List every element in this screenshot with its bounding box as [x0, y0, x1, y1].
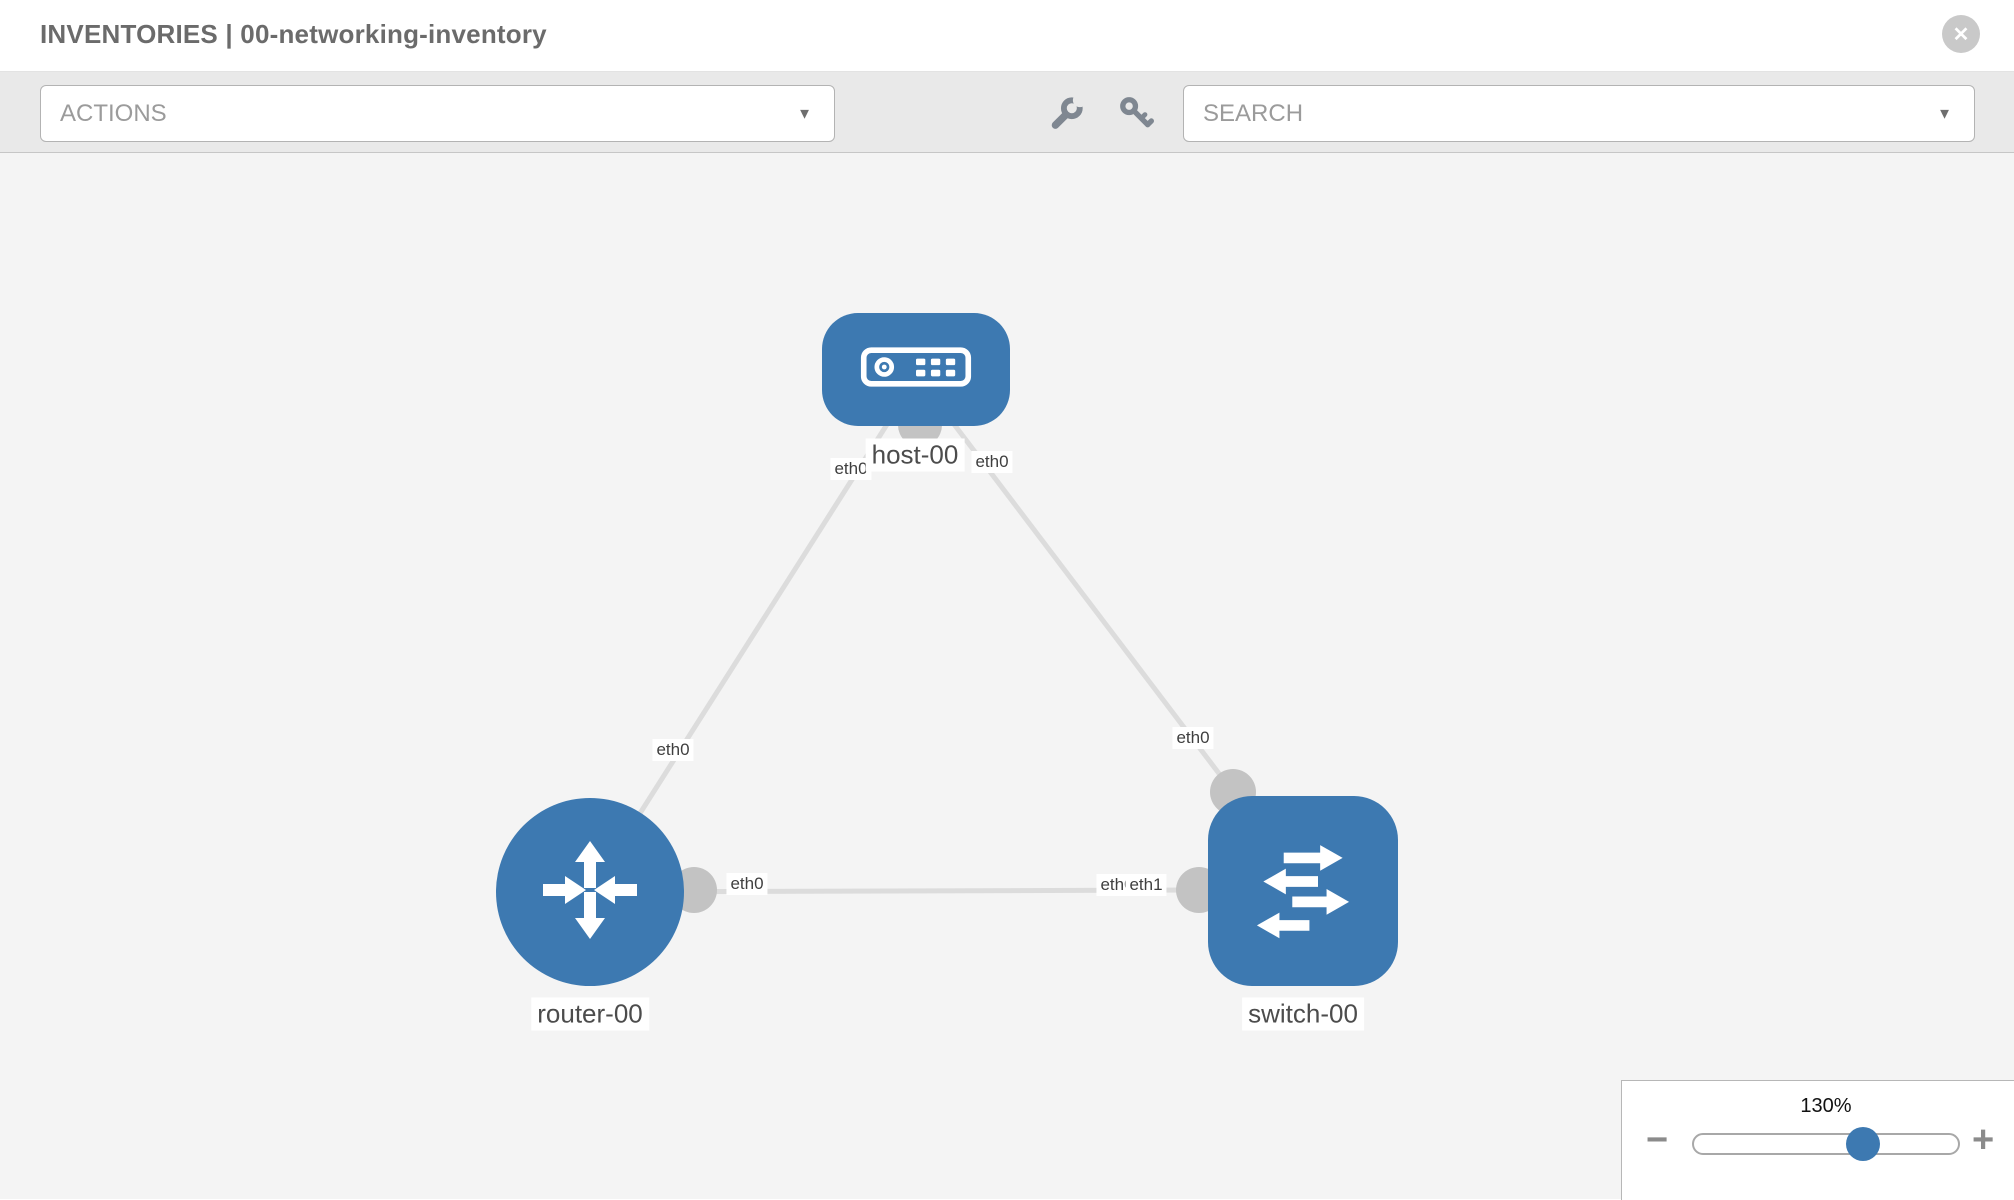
zoom-in-button[interactable]: + [1972, 1121, 1994, 1159]
close-icon: ✕ [1952, 23, 1970, 46]
search-dropdown[interactable]: SEARCH ▼ [1183, 85, 1975, 142]
header-bar: INVENTORIES | 00-networking-inventory ✕ [0, 0, 2014, 72]
actions-dropdown[interactable]: ACTIONS ▼ [40, 85, 835, 142]
iface-label-host-eth0-left: eth0 [830, 458, 872, 480]
topology-canvas[interactable]: host-00 router-00 switch-00 eth0 eth0 et… [0, 153, 2014, 1200]
toolbar: ACTIONS ▼ SEAR [0, 72, 2014, 153]
configure-button[interactable] [1046, 92, 1087, 134]
search-placeholder: SEARCH [1203, 99, 1304, 127]
switch-icon [1243, 829, 1363, 954]
node-router-00[interactable] [496, 798, 684, 986]
iface-label-router-eth0-linkC: eth0 [726, 873, 768, 895]
node-host-00[interactable] [822, 313, 1010, 426]
iface-label-host-eth0-right: eth0 [971, 451, 1013, 473]
zoom-slider-handle[interactable] [1846, 1127, 1880, 1161]
minus-icon: − [1646, 1119, 1669, 1161]
actions-dropdown-label: ACTIONS [60, 99, 167, 127]
key-icon [1118, 95, 1154, 134]
node-switch-00[interactable] [1208, 796, 1398, 986]
zoom-control-panel: 130% − + [1621, 1080, 2014, 1200]
chevron-down-icon: ▼ [797, 105, 812, 122]
iface-label-switch-eth0-linkB: eth0 [1172, 727, 1214, 749]
iface-label-router-eth0-linkA: eth0 [652, 739, 694, 761]
node-label-host: host-00 [865, 438, 965, 472]
page-title: INVENTORIES | 00-networking-inventory [40, 19, 547, 49]
host-icon [860, 346, 972, 393]
links-layer [587, 403, 1256, 913]
node-label-router: router-00 [531, 997, 649, 1031]
node-label-switch: switch-00 [1242, 997, 1364, 1031]
iface-label-switch-eth1-linkC: eth1 [1125, 874, 1167, 896]
credentials-button[interactable] [1116, 94, 1156, 134]
wrench-icon [1048, 92, 1087, 134]
router-icon [530, 830, 650, 955]
zoom-slider-track[interactable] [1692, 1133, 1960, 1155]
zoom-out-button[interactable]: − [1646, 1121, 1668, 1159]
plus-icon: + [1972, 1119, 1995, 1161]
chevron-down-icon: ▼ [1937, 105, 1952, 122]
close-button[interactable]: ✕ [1942, 15, 1980, 53]
zoom-level-value: 130% [1800, 1095, 1852, 1117]
